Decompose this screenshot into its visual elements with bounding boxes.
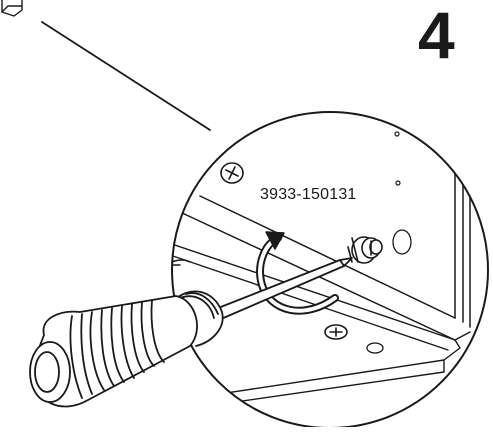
clockwise-rotation-arrow-icon (256, 231, 339, 315)
corner-part-fragment (1, 0, 23, 17)
phillips-screw-head-icon (220, 162, 244, 184)
phillips-screw-head-icon (324, 324, 348, 340)
pilot-holes (394, 131, 401, 186)
cam-lock-screw-icon (347, 236, 383, 264)
partial-screw-head (171, 259, 191, 263)
shelf-hole (366, 342, 384, 354)
step-number: 4 (418, 0, 455, 72)
screwdriver-icon (29, 257, 353, 408)
leader-line (41, 21, 211, 131)
dowel-hole (392, 229, 412, 255)
part-code-label: 3933-150131 (260, 186, 357, 203)
